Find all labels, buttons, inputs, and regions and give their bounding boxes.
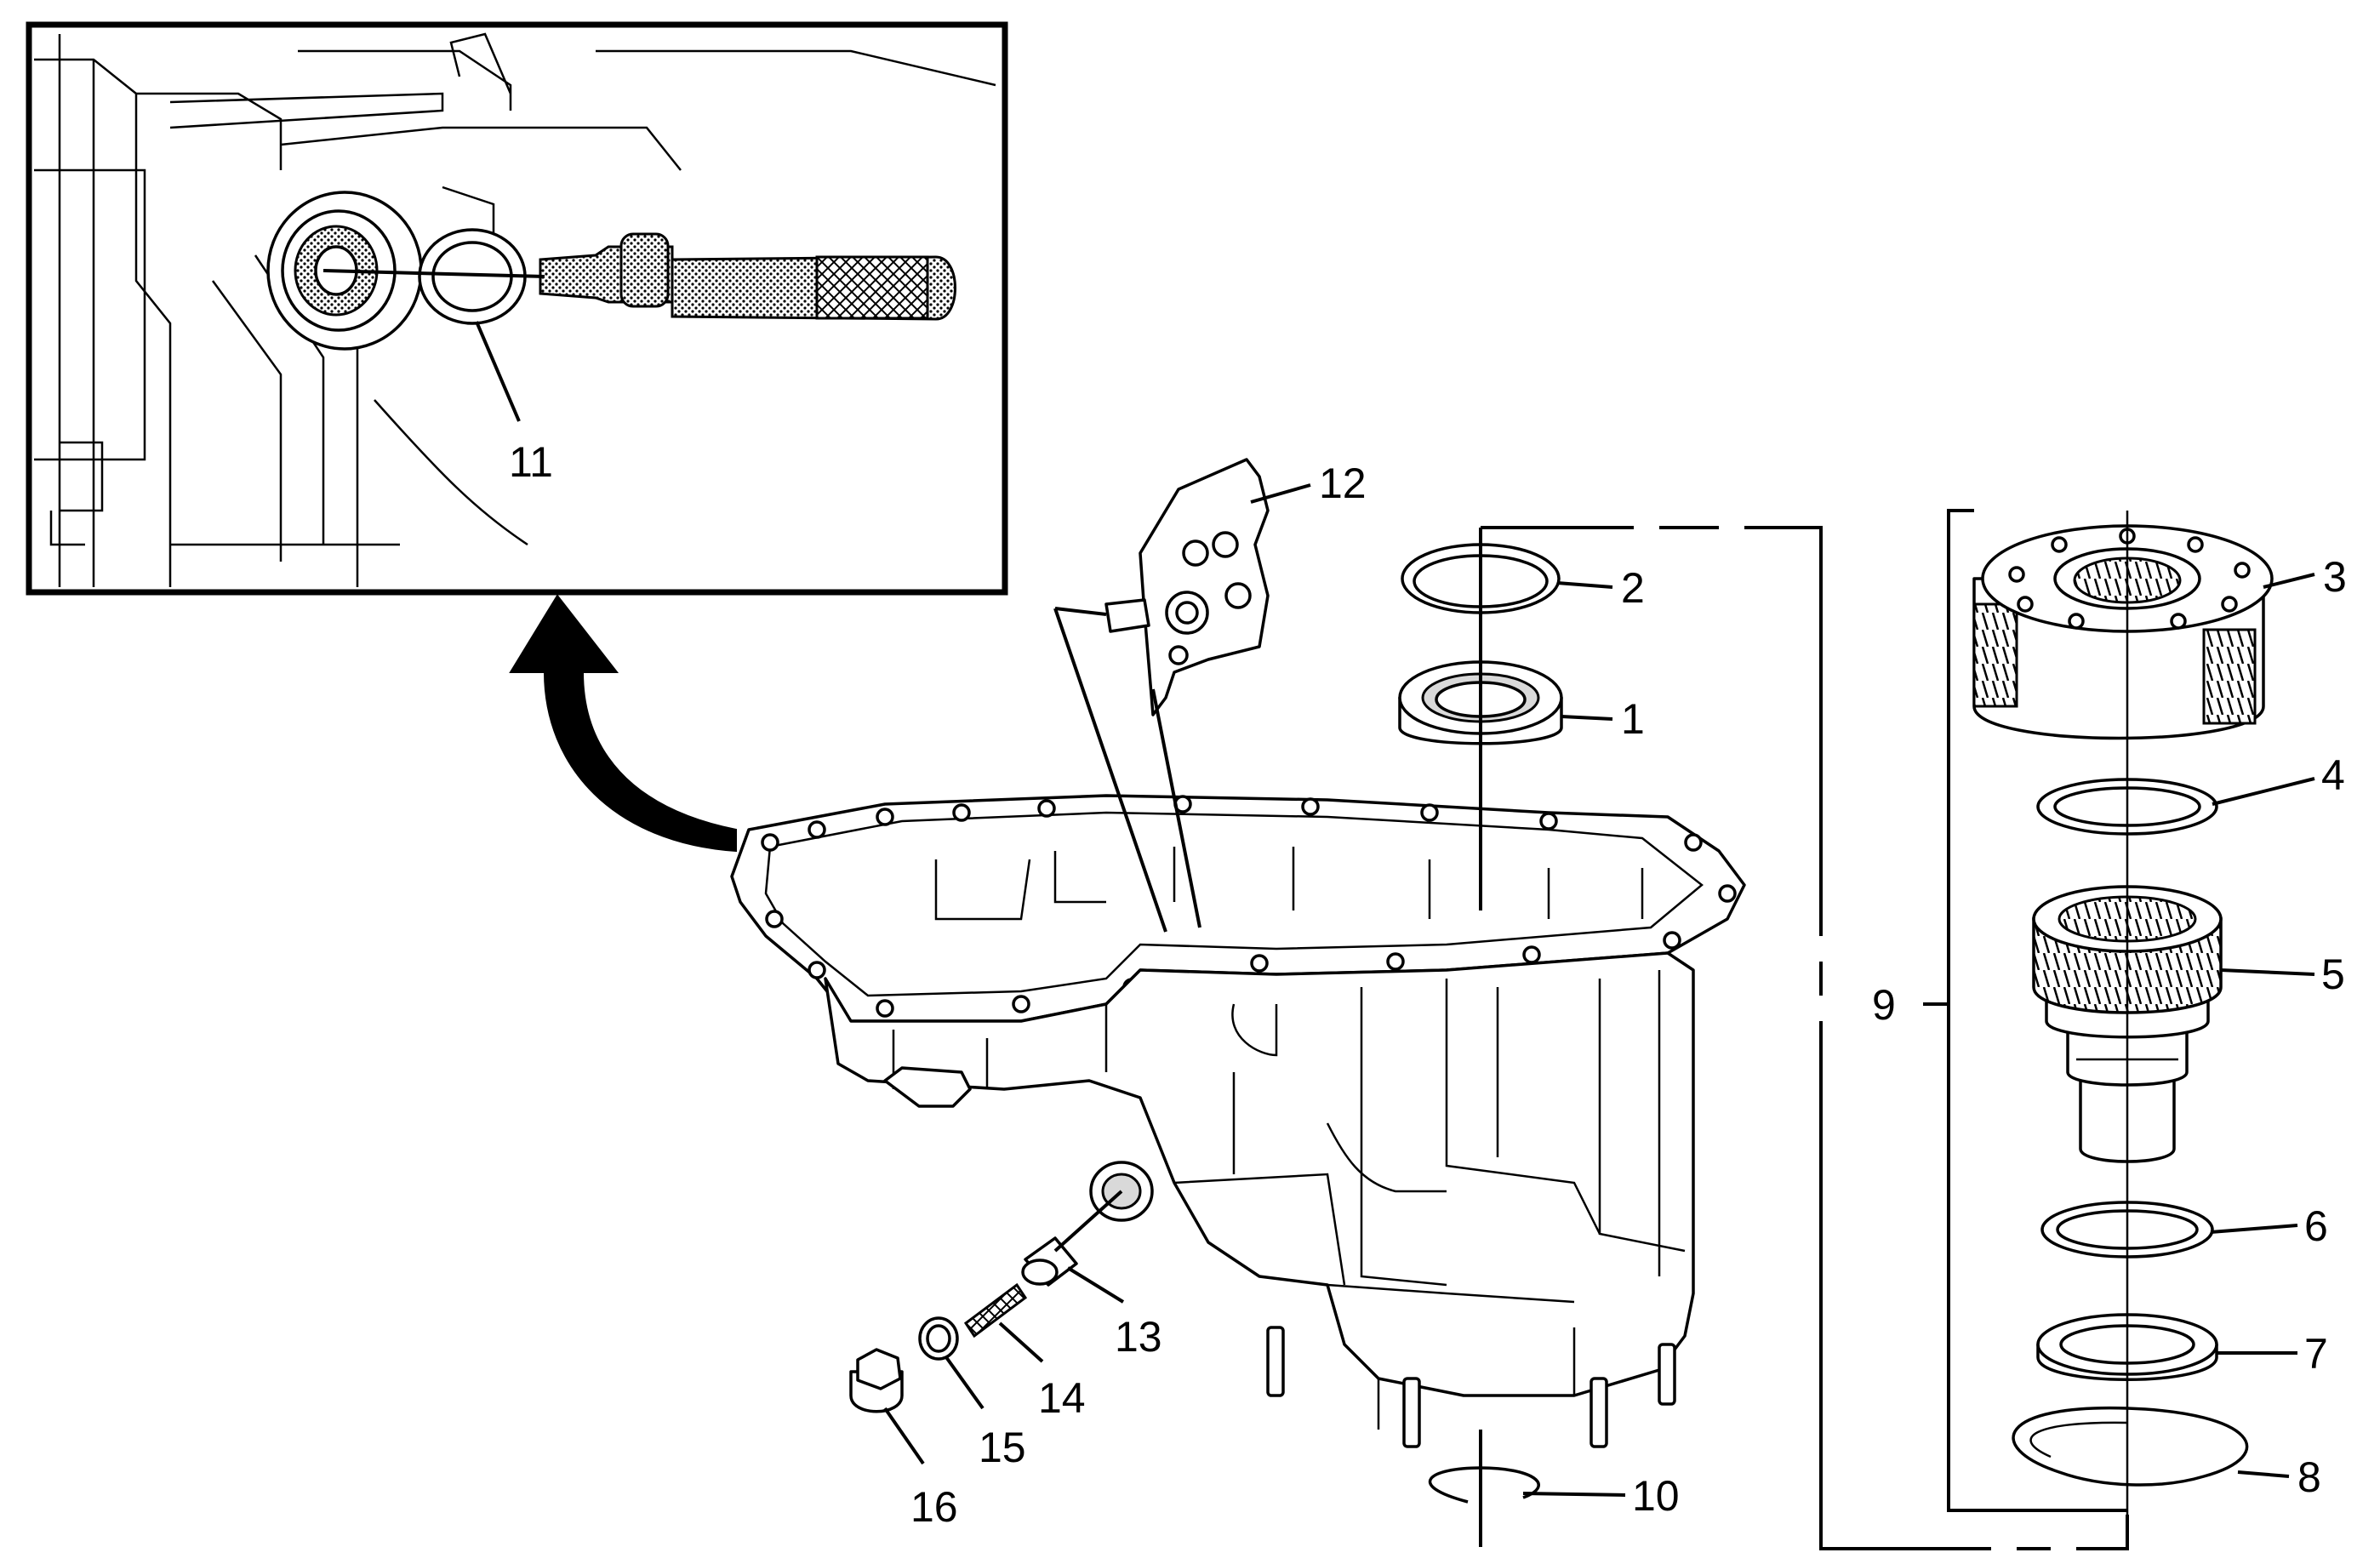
detail-inset: 11 xyxy=(26,21,1008,596)
part-13-detent-plunger: 13 xyxy=(1021,1190,1162,1361)
callout-7: 7 xyxy=(2304,1330,2328,1378)
leader-5 xyxy=(2220,968,2315,976)
callout-11: 11 xyxy=(509,438,553,486)
callout-4: 4 xyxy=(2321,751,2345,799)
leader-16 xyxy=(883,1407,925,1465)
housing-studs xyxy=(1266,1326,1676,1448)
inset-installer-tool xyxy=(322,232,956,321)
part-7-thrust-washer: 7 xyxy=(2036,1313,2328,1381)
callout-1: 1 xyxy=(1621,695,1645,743)
callout-13: 13 xyxy=(1115,1313,1162,1361)
flange-bolt-holes xyxy=(761,795,1737,1018)
part-14-spring: 14 xyxy=(963,1282,1086,1422)
inset-seal-part-11 xyxy=(418,228,527,325)
callout-6: 6 xyxy=(2304,1202,2328,1250)
leader-2 xyxy=(1556,581,1613,589)
leader-12 xyxy=(1250,483,1311,504)
transfer-case-housing xyxy=(730,794,1746,1448)
callout-12: 12 xyxy=(1319,459,1367,507)
callout-15: 15 xyxy=(979,1424,1026,1471)
leader-13 xyxy=(1066,1266,1125,1304)
bracket-group-9: 9 xyxy=(1481,509,2129,1550)
part-8-snap-ring: 8 xyxy=(2012,1406,2321,1501)
part-1-bearing: 1 xyxy=(1398,660,1645,745)
part-3-carrier: 3 xyxy=(1972,524,2347,740)
part-4-washer: 4 xyxy=(2036,751,2345,836)
part-5-sun-gear: 5 xyxy=(2032,885,2345,1163)
part-15-washer: 15 xyxy=(918,1316,1026,1471)
callout-16: 16 xyxy=(910,1483,958,1531)
callout-5: 5 xyxy=(2321,950,2345,998)
part-16-plug: 16 xyxy=(849,1348,958,1531)
part-10-snap-ring: 10 xyxy=(1428,1430,1680,1547)
leader-10 xyxy=(1522,1492,1626,1497)
callout-9: 9 xyxy=(1872,981,1896,1029)
callout-2: 2 xyxy=(1621,564,1645,612)
part-6-washer: 6 xyxy=(2040,1201,2328,1259)
part-12-plate: 12 xyxy=(1053,458,1367,933)
callout-3: 3 xyxy=(2323,553,2347,601)
leader-15 xyxy=(945,1356,985,1410)
leader-4 xyxy=(2212,777,2315,806)
leader-3 xyxy=(2263,573,2315,589)
leader-8 xyxy=(2237,1470,2290,1478)
callout-14: 14 xyxy=(1038,1374,1086,1422)
leader-11 xyxy=(475,321,521,422)
inset-housing xyxy=(34,32,996,587)
curved-arrow-to-inset xyxy=(509,594,737,853)
callout-10: 10 xyxy=(1632,1472,1680,1520)
leader-6 xyxy=(2210,1224,2298,1234)
leader-1 xyxy=(1561,715,1613,721)
callout-8: 8 xyxy=(2297,1453,2321,1501)
part-2-snap-ring: 2 xyxy=(1401,543,1645,614)
leader-14 xyxy=(998,1321,1044,1363)
